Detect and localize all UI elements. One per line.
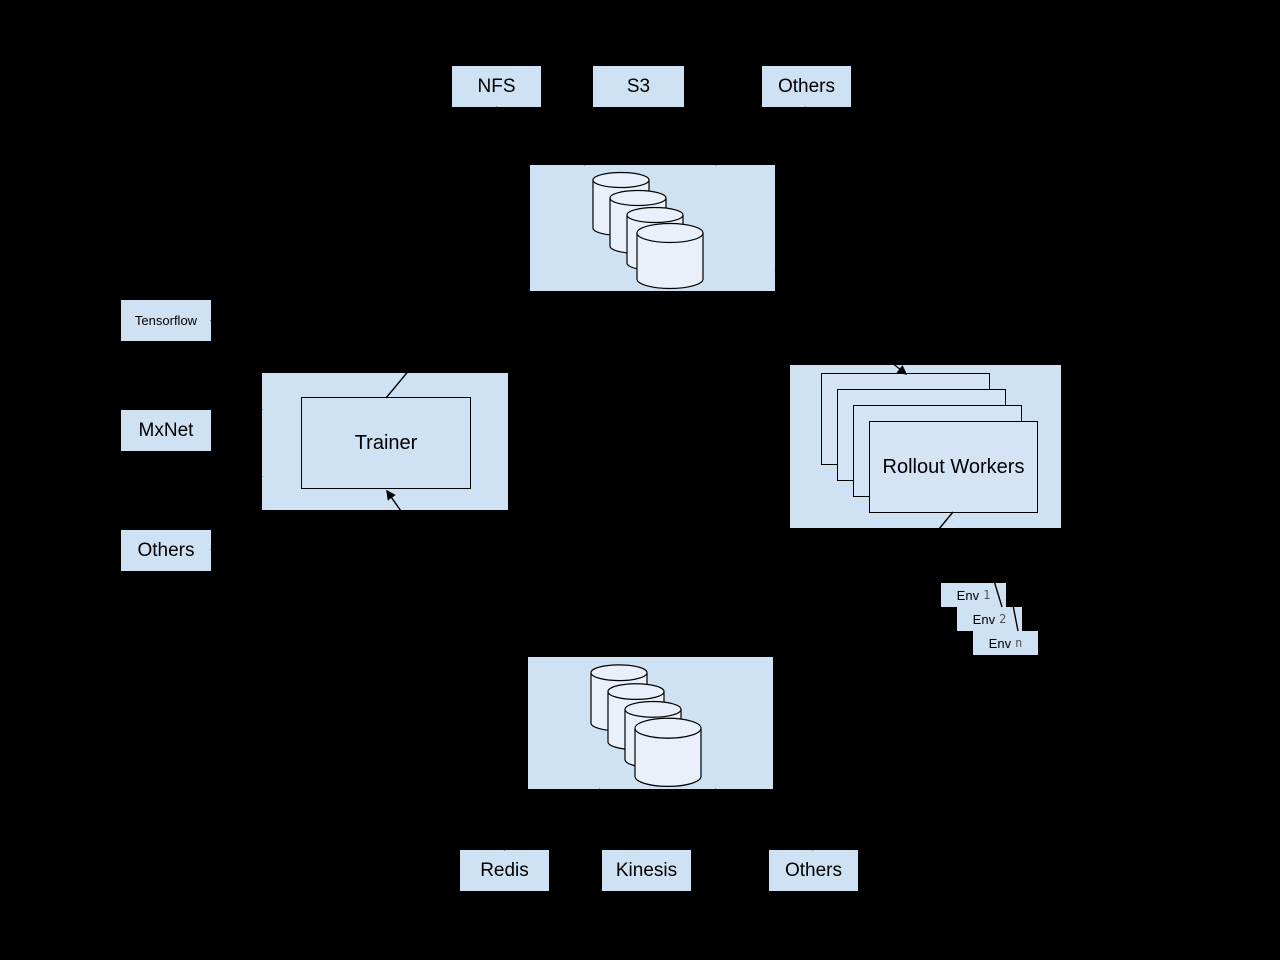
env-index: n: [1015, 636, 1023, 650]
node-others-left: Others: [121, 530, 211, 571]
rollout-workers-node: Rollout Workers: [869, 421, 1038, 513]
trainer-node: Trainer: [301, 397, 471, 489]
env-1-node: Env 1: [941, 583, 1006, 607]
node-others-bottom: Others: [769, 850, 858, 891]
node-redis: Redis: [460, 850, 549, 891]
database-cylinders-icon: [590, 664, 702, 788]
node-s3: S3: [593, 66, 684, 107]
parameter-db-node: [530, 165, 775, 291]
node-mxnet: MxNet: [121, 410, 211, 451]
node-nfs: NFS: [452, 66, 541, 107]
env-n-node: Env n: [973, 631, 1038, 655]
trainer-group: Trainer: [262, 373, 508, 510]
rollout-workers-group: Rollout Workers: [790, 365, 1061, 528]
database-cylinders-icon: [592, 171, 704, 290]
env-label: Env: [956, 587, 980, 603]
env-2-node: Env 2: [957, 607, 1022, 631]
node-kinesis: Kinesis: [602, 850, 691, 891]
node-tensorflow: Tensorflow: [121, 300, 211, 341]
env-label: Env: [972, 611, 996, 627]
env-index: 2: [999, 612, 1007, 626]
env-index: 1: [983, 588, 991, 602]
env-label: Env: [988, 635, 1012, 651]
node-others-top: Others: [762, 66, 851, 107]
sample-db-node: [528, 657, 773, 789]
